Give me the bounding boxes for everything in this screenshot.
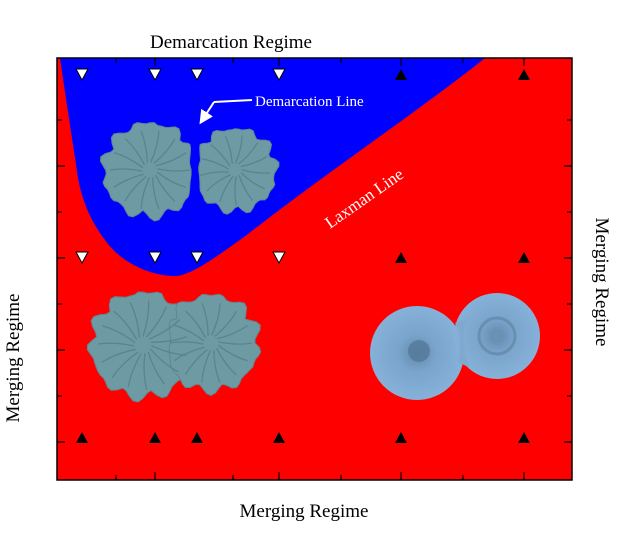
colony-vein [109,168,143,172]
left-axis-label: Merging Regime [3,293,24,423]
colony-vein [98,342,135,347]
colony-vein [102,325,136,344]
colony-vein [234,135,243,164]
colony-vein [140,130,148,164]
merged-colony-pair [86,291,262,403]
colony-vein [174,324,205,342]
tick-marks [57,58,572,480]
colony-vein [145,306,167,338]
colony-vein [234,176,237,206]
marker-open-down-triangle-4 [272,68,286,82]
colony-vein [214,310,238,337]
colony-vein [240,172,265,190]
colony-vein [124,176,147,202]
bottom-axis-label: Merging Regime [239,501,369,522]
colony-vein [211,303,221,336]
colony-vein [206,174,231,192]
colony-vein [156,171,187,189]
colony-vein [201,302,209,336]
marker-filled-up-triangle-14 [149,432,161,443]
marker-filled-up-triangle-17 [395,432,407,443]
colony-vein [111,351,139,378]
marker-open-down-triangle-10 [272,251,286,265]
marker-filled-up-triangle-12 [518,252,530,263]
colony-vein [148,319,181,340]
disk-right-core [490,329,504,343]
marker-filled-up-triangle-6 [518,69,530,80]
colony-vein [224,135,233,165]
marker-open-down-triangle-7 [75,251,89,265]
merged-disk-pair [370,293,540,400]
colony-vein [101,348,136,363]
disk-right-ring [477,316,517,356]
demarcation-pointer-arrow-tip [199,101,215,125]
colony-vein [142,300,150,337]
marker-filled-up-triangle-18 [518,432,530,443]
colony-vein [217,324,249,340]
marker-filled-up-triangle-15 [191,432,203,443]
colony-vein [218,341,252,345]
marker-filled-up-triangle-5 [395,69,407,80]
colony-right [198,128,280,215]
markers [75,68,530,443]
demarcated-colony-pair [99,122,280,222]
disk-left-core [408,340,430,362]
colony-vein [154,174,176,202]
colony-vein [241,168,271,174]
colony-vein [153,138,176,164]
demarcation-pointer-arrow [213,99,253,103]
colony-vein [152,176,160,210]
colony-vein [201,158,229,170]
demarcation-line-label: Demarcation Line [255,94,364,110]
marker-filled-up-triangle-16 [273,432,285,443]
colony-vein [157,168,191,172]
colony-vein [199,171,229,177]
marker-open-down-triangle-2 [148,68,162,82]
colony-vein [237,142,258,165]
colony-vein [113,151,144,169]
right-axis-label: Merging Regime [591,217,612,347]
colony-vein [156,152,187,167]
colony-vein [240,155,268,168]
colony-vein [219,175,234,202]
colony-vein [216,347,237,376]
marker-filled-up-triangle-13 [76,432,88,443]
top-axis-label: Demarcation Regime [150,32,312,53]
colony-vein [143,353,148,390]
colony-vein [127,352,142,388]
colony-left [99,122,192,222]
colony-vein [173,346,205,362]
colony-merged-left [86,291,190,403]
marker-open-down-triangle-9 [190,251,204,265]
colony-vein [150,130,160,163]
colony-vein [140,177,150,210]
colony-vein [185,310,206,339]
colony-vein [113,310,138,340]
colony-vein [201,350,211,383]
marker-open-down-triangle-8 [148,251,162,265]
colony-vein [184,349,208,376]
colony-vein [124,138,146,166]
colony-vein [170,341,204,345]
colony-vein [217,344,248,362]
plot-frame [56,57,573,481]
marker-open-down-triangle-3 [190,68,204,82]
colony-vein [149,348,180,373]
colony-vein [210,143,231,167]
disk-bridge [455,318,470,368]
colony-vein [129,301,141,338]
colony-vein [213,350,221,384]
marker-filled-up-triangle-11 [395,252,407,263]
colony-vein [147,351,166,385]
colony-vein [238,174,254,201]
colony-vein [113,173,144,188]
colony-vein [150,335,188,343]
marker-open-down-triangle-1 [75,68,89,82]
